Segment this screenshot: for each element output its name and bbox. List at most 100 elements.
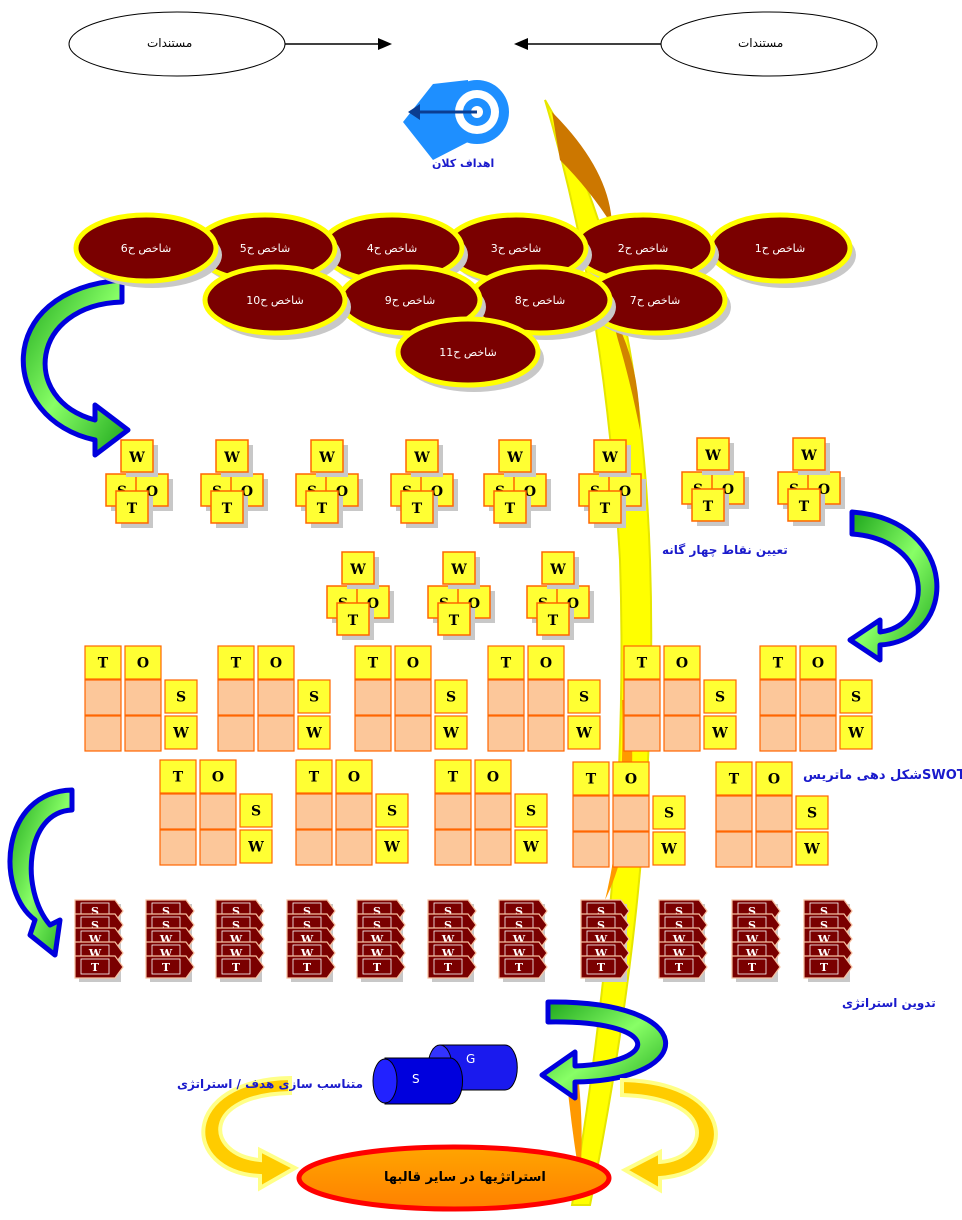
matrix-letter-s: S — [309, 690, 319, 706]
matrix-letter-s: S — [807, 806, 817, 822]
stack-letter: S — [675, 905, 683, 918]
matrix-letter-o: O — [676, 656, 688, 672]
indicator-label: شاخص ح1 — [755, 242, 805, 255]
matrix-letter-o: O — [540, 656, 552, 672]
matrix-letter-o: O — [625, 772, 637, 788]
matrix-letter-w: W — [383, 840, 400, 856]
stack-letter: S — [748, 919, 756, 932]
stack-letter: S — [373, 905, 381, 918]
swot-letter-t: T — [600, 501, 611, 517]
swot-letter-t: T — [449, 613, 460, 629]
cylinder-label-g: G — [466, 1052, 476, 1066]
swot-cluster: SOTW — [777, 437, 845, 526]
indicator-label: شاخص ح11 — [439, 346, 496, 359]
swot-cluster: SOTW — [295, 439, 363, 528]
indicator-label: شاخص ح10 — [246, 294, 303, 307]
stack-letter: S — [303, 905, 311, 918]
indicator-label: شاخص ح6 — [121, 242, 171, 255]
matrix-letter-t: T — [773, 656, 784, 672]
matrix-letter-w: W — [847, 726, 864, 742]
swot-letter-w: W — [318, 450, 335, 466]
top-left-ellipse-label: مستندات — [147, 36, 193, 50]
matrix-letter-t: T — [586, 772, 597, 788]
stack-letter: T — [675, 961, 684, 974]
swot-letter-t: T — [222, 501, 233, 517]
stack-letter: S — [820, 919, 828, 932]
indicator-label: شاخص ح9 — [385, 294, 435, 307]
stack-letter: S — [675, 919, 683, 932]
stack-letter: S — [91, 919, 99, 932]
swot-letter-t: T — [127, 501, 138, 517]
stack-letter: S — [232, 919, 240, 932]
stack-letter: S — [162, 919, 170, 932]
matrix-letter-w: W — [172, 726, 189, 742]
matrix-letter-s: S — [176, 690, 186, 706]
goal-label: اهداف کلان — [432, 157, 495, 170]
matrix-letter-s: S — [251, 804, 261, 820]
step-four-points: تعیین نقاط چهار گانه — [662, 543, 788, 557]
stack-letter: S — [444, 905, 452, 918]
stack-letter: S — [444, 919, 452, 932]
matrix-letter-w: W — [247, 840, 264, 856]
matrix-letter-t: T — [448, 770, 459, 786]
top-arrows — [285, 38, 661, 50]
stack-letter: T — [515, 961, 524, 974]
stack-letter: T — [303, 961, 312, 974]
stack-letter: T — [373, 961, 382, 974]
indicator-oval: شاخص ح8 — [467, 264, 616, 340]
stack-letter: T — [91, 961, 100, 974]
matrix-letter-w: W — [522, 840, 539, 856]
matrix-letter-o: O — [407, 656, 419, 672]
matrix-letter-o: O — [812, 656, 824, 672]
cylinder-label-s: S — [412, 1072, 420, 1086]
matrix-letter-t: T — [637, 656, 648, 672]
indicator-oval: شاخص ح7 — [582, 264, 731, 340]
indicator-label: شاخص ح3 — [491, 242, 541, 255]
stack-letter: S — [232, 905, 240, 918]
swot-cluster: SOTW — [578, 439, 646, 528]
stack-letter: T — [162, 961, 171, 974]
matrix-letter-s: S — [446, 690, 456, 706]
swot-cluster: SOTW — [390, 439, 458, 528]
curved-arrow-2 — [847, 509, 940, 663]
step-align: متناسب سازی هدف / استراتژی — [177, 1077, 364, 1091]
swot-cluster: SOTW — [681, 437, 749, 526]
matrix-letter-w: W — [711, 726, 728, 742]
step-strategy: تدوین استراتژی — [842, 996, 936, 1010]
matrix-letter-w: W — [660, 842, 677, 858]
swot-cluster: SOTW — [200, 439, 268, 528]
indicator-oval: شاخص ح11 — [395, 316, 544, 392]
matrix-letter-w: W — [803, 842, 820, 858]
matrix-letter-o: O — [487, 770, 499, 786]
indicator-label: شاخص ح2 — [618, 242, 668, 255]
stack-letter: S — [515, 905, 523, 918]
matrix-letter-w: W — [575, 726, 592, 742]
indicator-label: شاخص ح8 — [515, 294, 565, 307]
swot-letter-w: W — [128, 450, 145, 466]
swot-letter-w: W — [349, 562, 366, 578]
target-icon — [403, 80, 509, 160]
stack-letter: T — [748, 961, 757, 974]
curved-arrow-1 — [20, 277, 131, 458]
top-right-ellipse-label: مستندات — [738, 36, 784, 50]
swot-letter-t: T — [703, 499, 714, 515]
indicator-label: شاخص ح4 — [367, 242, 417, 255]
swot-letter-t: T — [412, 501, 423, 517]
swot-letter-t: T — [799, 499, 810, 515]
